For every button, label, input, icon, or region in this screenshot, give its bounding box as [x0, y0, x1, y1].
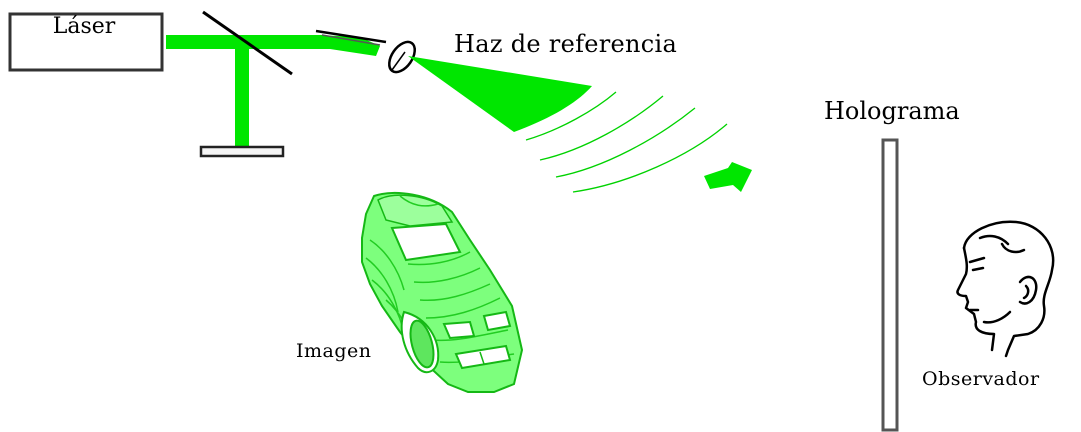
ear-inner	[1022, 284, 1030, 300]
hairline	[978, 234, 1026, 254]
wavefront-arc	[525, 91, 617, 141]
car-object	[361, 191, 524, 393]
reference-beam-label: Haz de referencia	[454, 30, 678, 58]
image-label: Imagen	[296, 340, 372, 362]
observer-head	[956, 220, 1055, 358]
reference-beam-cone	[408, 56, 592, 132]
wavefront-arc	[539, 95, 664, 161]
car-headlight-right	[482, 310, 512, 332]
face-profile	[956, 246, 996, 352]
jaw	[982, 310, 1012, 324]
wavefront-arc	[572, 123, 728, 193]
wavefront-arc	[555, 107, 696, 178]
ear	[1018, 275, 1038, 305]
lens	[388, 40, 416, 74]
car-headlight-left	[442, 320, 476, 340]
eye	[971, 266, 985, 272]
laser-beams	[166, 35, 380, 149]
hologram-label: Holograma	[824, 97, 960, 125]
head-outline	[962, 220, 1055, 358]
reference-mirror	[315, 29, 387, 46]
laser-box	[8, 12, 164, 72]
laser-label: Láser	[52, 14, 116, 39]
beam-splitter-mirror	[202, 10, 293, 76]
car-roof	[377, 194, 454, 227]
object-mirror	[199, 145, 285, 158]
beam-to-lens	[316, 35, 380, 56]
eyebrow	[968, 256, 986, 264]
wavefronts	[525, 91, 728, 193]
direction-arrow	[704, 162, 752, 192]
beam-to-mirror	[235, 43, 249, 149]
car-front-wheel	[409, 319, 435, 369]
car-grille	[454, 344, 512, 370]
car-windshield	[390, 222, 462, 262]
hologram-plate	[881, 138, 899, 432]
observer-label: Observador	[922, 368, 1040, 390]
